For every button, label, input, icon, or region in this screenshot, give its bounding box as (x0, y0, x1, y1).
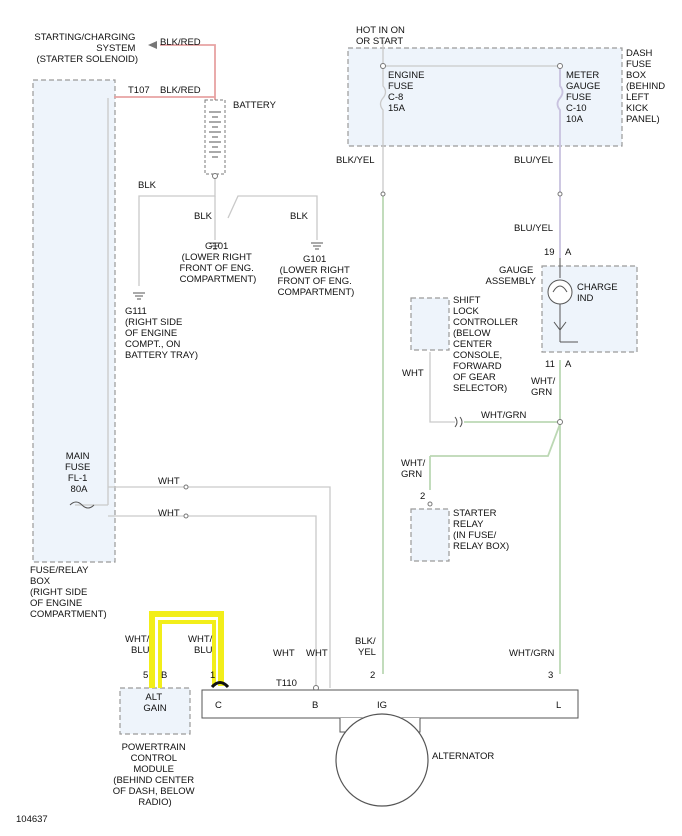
blk-yel-label-1: BLK/YEL (336, 155, 375, 166)
diagram-id: 104637 (16, 814, 48, 825)
battery-label: BATTERY (233, 100, 277, 111)
pin-5-label: 5 (143, 670, 148, 681)
dash-fuse-box-label: DASH FUSE BOX (BEHIND LEFT KICK PANEL) (626, 48, 668, 125)
powertrain-control-module-outline (119, 687, 191, 735)
ground-g111-icon (133, 292, 145, 300)
wire-wht-shift-lock (429, 352, 455, 423)
blu-yel-label-1: BLU/YEL (514, 155, 553, 166)
battery-node (212, 173, 218, 179)
wht-blu-label-2: WHT/ BLU (188, 634, 215, 656)
pin-19-label: 19 (544, 247, 555, 258)
gauge-assembly-label: GAUGE ASSEMBLY (485, 265, 536, 287)
blk-label-1: BLK (138, 180, 157, 191)
wire-wht-blu-highlight-inner (158, 620, 216, 688)
connector-c-arc (210, 681, 230, 689)
meter-fuse-out-node (557, 191, 563, 197)
shift-lock-controller-outline (410, 297, 450, 351)
wht-label-1: WHT (402, 368, 424, 379)
fuse-relay-box-outline (32, 79, 116, 563)
wht-label-3: WHT (158, 508, 180, 519)
ground-g101b-icon (311, 242, 323, 250)
pin-b-label: B (161, 670, 167, 681)
terminal-ig-label: IG (377, 700, 387, 711)
wire-blk-g101b (227, 195, 318, 240)
main-fuse-icon (69, 501, 95, 509)
gauge-assembly-outline (541, 265, 638, 353)
wht-blu-label-1: WHT/ BLU (125, 634, 152, 656)
wht-grn-label-1: WHT/ GRN (531, 376, 558, 398)
terminal-l-label: L (556, 700, 561, 711)
pcm-label: POWERTRAIN CONTROL MODULE (BEHIND CENTER… (113, 742, 197, 808)
hot-in-on-label: HOT IN ON OR START (356, 25, 408, 47)
starting-system-label: STARTING/CHARGING SYSTEM (STARTER SOLENO… (34, 32, 138, 65)
charge-indicator-bulb-icon (547, 258, 578, 343)
wht-label-4: WHT (273, 648, 295, 659)
t107-label: T107 (128, 85, 150, 96)
hot-node-1 (380, 63, 386, 69)
meter-fuse-label: METER GAUGE FUSE C-10 10A (566, 70, 603, 125)
pin-3-label: 3 (548, 670, 553, 681)
main-fuse-label: MAIN FUSE FL-1 80A (65, 451, 93, 495)
wire-blk-g111 (138, 176, 216, 286)
wire-wht-blu-highlight (149, 611, 224, 688)
wht-grn-label-4: WHT/GRN (509, 648, 555, 659)
hot-node-2 (557, 63, 563, 69)
pin-2-label-b: 2 (370, 670, 375, 681)
starter-relay-pin (427, 501, 433, 507)
blk-yel-label-2: BLK/ YEL (355, 636, 378, 658)
alternator-label: ALTERNATOR (432, 751, 494, 762)
fuse-relay-box-label: FUSE/RELAY BOX (RIGHT SIDE OF ENGINE COM… (30, 565, 107, 620)
dash-fuse-box-outline (347, 47, 623, 147)
blk-red-label: BLK/RED (160, 85, 201, 96)
wht-grn-label-2: WHT/GRN (481, 410, 527, 421)
pin-a-label-1: A (565, 247, 572, 258)
battery-icon (204, 99, 226, 175)
wire-wht-lower (108, 515, 317, 688)
alt-gain-label: ALT GAIN (143, 692, 166, 714)
wire-blk-red-starter (160, 44, 216, 100)
engine-fuse-icon (379, 66, 387, 196)
pin-a-label-2: A (565, 359, 572, 370)
shift-lock-connector-icon (454, 416, 463, 428)
ground-g101a-icon (209, 242, 221, 250)
alternator-terminal-block (201, 689, 579, 719)
starter-relay-label: STARTER RELAY (IN FUSE/ RELAY BOX) (453, 508, 509, 552)
wht-grn-label-3: WHT/ GRN (401, 458, 428, 480)
meter-fuse-icon (556, 66, 564, 196)
g101b-label: G101 (LOWER RIGHT FRONT OF ENG. COMPARTM… (278, 254, 355, 298)
g111-label: G111 (RIGHT SIDE OF ENGINE COMPT., ON BA… (125, 306, 198, 361)
blk-label-2: BLK (194, 211, 213, 222)
arrow-left-icon (148, 41, 157, 49)
pin-2-label-a: 2 (420, 491, 425, 502)
starter-relay-outline (410, 508, 450, 562)
shift-lock-label: SHIFT LOCK CONTROLLER (BELOW CENTER CONS… (453, 295, 521, 394)
terminal-b-label: B (312, 700, 318, 711)
pin-1-label: 1 (210, 670, 215, 681)
wht-node-lower (183, 513, 189, 519)
wht-label-2: WHT (158, 476, 180, 487)
engine-fuse-out-node (380, 191, 386, 197)
blu-yel-label-2: BLU/YEL (514, 223, 553, 234)
wht-label-5: WHT (306, 648, 328, 659)
g101a-label: G101 (LOWER RIGHT FRONT OF ENG. COMPARTM… (180, 241, 257, 285)
t110-label: T110 (276, 678, 297, 689)
pin-11-label: 11 (545, 359, 555, 370)
wire-wht-grn-relay (430, 423, 561, 457)
terminal-c-label: C (215, 700, 222, 711)
wht-node-upper (183, 484, 189, 490)
blk-label-3: BLK (290, 211, 309, 222)
charge-ind-label: CHARGE IND (577, 282, 620, 304)
wire-wht-upper (108, 486, 331, 688)
alternator-icon (335, 713, 429, 807)
engine-fuse-label: ENGINE FUSE C-8 15A (388, 70, 427, 114)
wht-grn-splice (557, 419, 563, 425)
blk-red-top-label: BLK/RED (160, 37, 201, 48)
